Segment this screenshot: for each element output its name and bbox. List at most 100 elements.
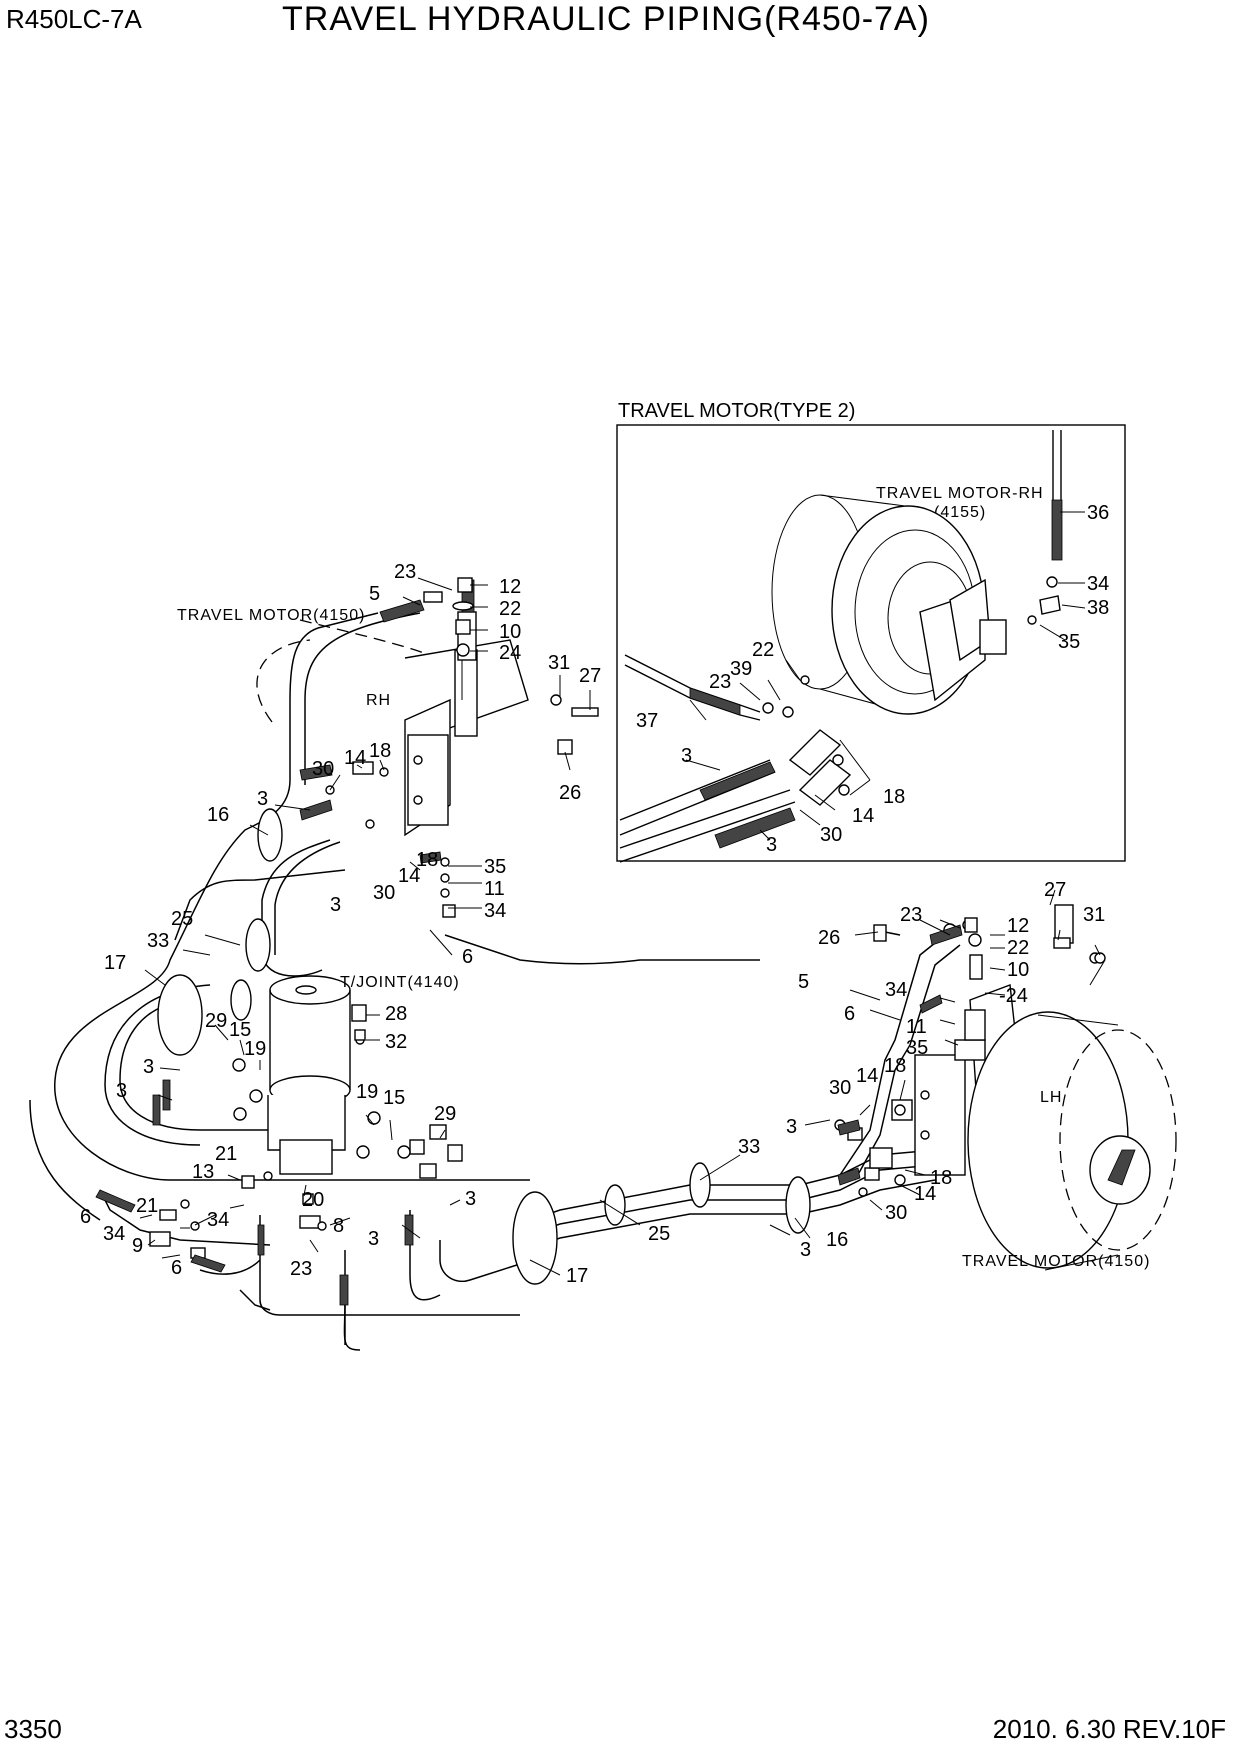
- callout-label: 10: [1007, 959, 1029, 981]
- callout-label: 28: [385, 1003, 407, 1025]
- callout-label: 26: [559, 782, 581, 804]
- callout-label: 6: [844, 1003, 855, 1025]
- callout-label: 22: [1007, 937, 1029, 959]
- callout-label: 15: [229, 1019, 251, 1041]
- callout-label: 3: [257, 788, 268, 810]
- lh-travel-motor-drawing: [874, 904, 1177, 1271]
- callout-label: 14: [398, 865, 420, 887]
- callout-label: 31: [548, 652, 570, 674]
- callout-label: 6: [171, 1257, 182, 1279]
- callout-label: 13: [192, 1161, 214, 1183]
- callout-label: 22: [499, 598, 521, 620]
- callout-label: 23: [709, 671, 731, 693]
- caption-travel-motor-lh: TRAVEL MOTOR(4150): [962, 1253, 1150, 1270]
- callout-label: 37: [636, 710, 658, 732]
- callout-label: 18: [884, 1055, 906, 1077]
- callout-label: 24: [499, 642, 521, 664]
- caption-lh: LH: [1040, 1089, 1062, 1106]
- callout-label: 3: [800, 1239, 811, 1261]
- callout-label: 19: [244, 1038, 266, 1060]
- page-number: 3350: [4, 1714, 62, 1744]
- rh-travel-motor-drawing: [256, 579, 529, 837]
- callout-label: 34: [103, 1223, 125, 1245]
- callout-label: 19: [356, 1081, 378, 1103]
- callout-label: 34: [484, 900, 506, 922]
- callout-label: 3: [786, 1116, 797, 1138]
- callout-label: 18: [369, 740, 391, 762]
- callout-label: 16: [826, 1229, 848, 1251]
- callout-label: 35: [1058, 631, 1080, 653]
- callout-label: 25: [648, 1223, 670, 1245]
- callout-label: 36: [1087, 502, 1109, 524]
- callout-label: 14: [856, 1065, 878, 1087]
- callout-label: 38: [1087, 597, 1109, 619]
- callout-label: 30: [820, 824, 842, 846]
- callout-label: 3: [465, 1188, 476, 1210]
- callout-label: 27: [1044, 879, 1066, 901]
- callout-label: 30: [373, 882, 395, 904]
- inset-title: TRAVEL MOTOR(TYPE 2): [618, 400, 855, 422]
- callout-label: 16: [207, 804, 229, 826]
- callout-label: 3: [681, 745, 692, 767]
- callout-label: 5: [369, 583, 380, 605]
- caption-travel-motor-rh: TRAVEL MOTOR(4150): [177, 607, 365, 624]
- callout-label: 33: [147, 930, 169, 952]
- callout-label: 17: [566, 1265, 588, 1287]
- callout-label: 3: [766, 834, 777, 856]
- callout-label: 35: [484, 856, 506, 878]
- callout-label: 34: [885, 979, 907, 1001]
- callout-label: 6: [80, 1206, 91, 1228]
- callout-label: 34: [207, 1209, 229, 1231]
- inset-frame: [616, 424, 1126, 862]
- center-joint-drawing: [267, 975, 351, 1175]
- caption-tjoint: T/JOINT(4140): [340, 974, 460, 991]
- callout-label: 12: [1007, 915, 1029, 937]
- callout-label: 21: [136, 1195, 158, 1217]
- callout-label: 3: [143, 1056, 154, 1078]
- callout-label: 18: [416, 849, 438, 871]
- callout-label: 27: [579, 665, 601, 687]
- inset-motor-caption: TRAVEL MOTOR-RH: [876, 485, 1044, 502]
- leader-lines: [139, 511, 1101, 1276]
- callout-label: 17: [104, 952, 126, 974]
- callout-label: 11: [484, 878, 505, 900]
- callout-label: 30: [829, 1077, 851, 1099]
- callout-label: 39: [730, 658, 752, 680]
- caption-rh: RH: [366, 692, 391, 709]
- callout-label: 6: [462, 946, 473, 968]
- inset-motor-code: (4155): [934, 504, 986, 521]
- callout-labels: 23 5 12 22 10 24 31 27 26 30 14 18 3 16 …: [80, 502, 1109, 1287]
- callout-label: 33: [738, 1136, 760, 1158]
- callout-label: 8: [333, 1215, 344, 1237]
- callout-label: 23: [290, 1258, 312, 1280]
- page-title: TRAVEL HYDRAULIC PIPING(R450-7A): [282, 0, 930, 38]
- callout-label: 23: [900, 904, 922, 926]
- callout-label: 29: [205, 1010, 227, 1032]
- callout-label: 3: [368, 1228, 379, 1250]
- callout-label: 5: [798, 971, 809, 993]
- callout-label: 26: [818, 927, 840, 949]
- callout-label: 35: [906, 1037, 928, 1059]
- callout-label: 18: [930, 1167, 952, 1189]
- callout-label: 12: [499, 576, 521, 598]
- hose-hatching: [95, 599, 963, 1306]
- callout-label: 15: [383, 1087, 405, 1109]
- callout-label: 32: [385, 1031, 407, 1053]
- inset-travel-motor-drawing: [619, 430, 1063, 863]
- callout-label: 3: [330, 894, 341, 916]
- callout-label: 21: [215, 1143, 237, 1165]
- callout-label: 20: [302, 1189, 324, 1211]
- callout-label: 18: [883, 786, 905, 808]
- callout-label: 29: [434, 1103, 456, 1125]
- callout-label: 14: [852, 805, 874, 827]
- callout-label: 11: [906, 1016, 927, 1038]
- callout-label: 9: [132, 1235, 143, 1257]
- callout-label: 3: [116, 1080, 127, 1102]
- hose-clamps: [157, 808, 811, 1285]
- callout-label: 30: [312, 758, 334, 780]
- callout-label: 14: [914, 1183, 936, 1205]
- callout-label: 25: [171, 908, 193, 930]
- callout-label: 23: [394, 561, 416, 583]
- callout-label: 14: [344, 747, 366, 769]
- callout-label: 22: [752, 639, 774, 661]
